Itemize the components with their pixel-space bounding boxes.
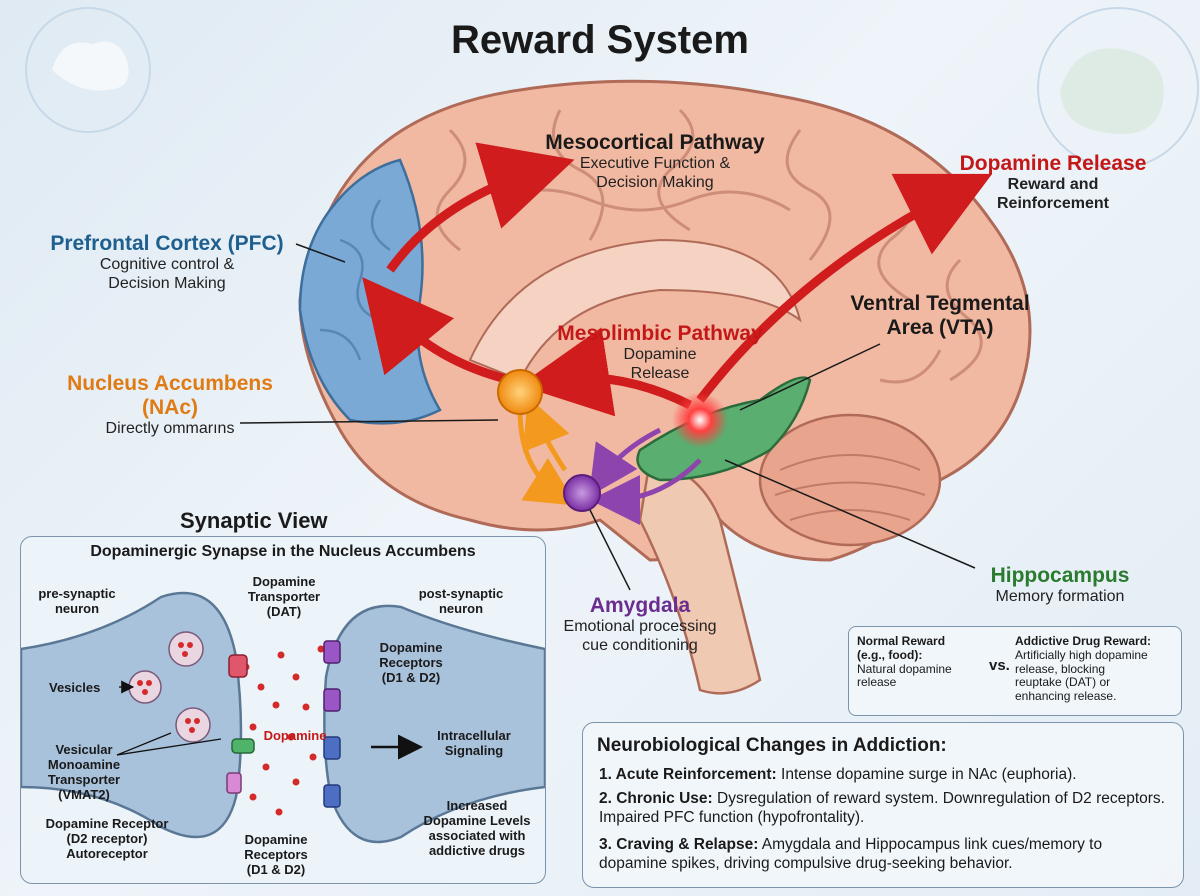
nac-to-pfc-arrow	[362, 277, 512, 385]
vesicle	[168, 631, 204, 667]
amygdala-label: Amygdala Emotional processing cue condit…	[530, 594, 750, 655]
brain-gyri	[435, 108, 983, 384]
change-item-2: 2. Chronic Use: Dysregulation of reward …	[599, 790, 1165, 827]
brain-outline-icon	[25, 7, 151, 133]
mesocortical-arrow	[386, 142, 575, 273]
mesolimbic-arrow	[519, 327, 693, 417]
brain-outline-right-icon	[1037, 7, 1199, 169]
vesicle	[175, 707, 211, 743]
vta-amygdala-arrow	[588, 427, 662, 497]
hippocampus-label: Hippocampus Memory formation	[960, 564, 1160, 607]
pfc-title: Prefrontal Cortex (PFC)	[50, 232, 284, 255]
amygdala-node	[563, 474, 601, 512]
vta-node	[672, 392, 728, 448]
change-item-1: 1. Acute Reinforcement: Intense dopamine…	[599, 766, 1077, 783]
synapse-illustration	[21, 591, 545, 844]
pfc-sub1: Cognitive control &	[99, 256, 235, 274]
brain-right-icon	[1060, 48, 1164, 135]
mesolimbic-sub2: Release	[630, 364, 690, 382]
corpus-callosum	[468, 238, 802, 382]
dopamine-label: Dopamine	[263, 728, 327, 743]
vesicle	[128, 670, 162, 704]
amygdala-title: Amygdala	[589, 594, 691, 617]
nac-leader-line	[239, 419, 499, 424]
drug-reward: Addictive Drug Reward: Artificially high…	[1015, 634, 1152, 704]
mesocortical-title: Mesocortical Pathway	[545, 131, 765, 154]
synaptic-view-panel: Dopaminergic Synapse in the Nucleus Accu…	[20, 536, 546, 884]
nac-label: Nucleus Accumbens (NAc) Directly ommarın…	[40, 372, 300, 439]
change-item-3: 3. Craving & Relapse: Amygdala and Hippo…	[599, 836, 1103, 873]
amygdala-leader-line	[589, 509, 631, 591]
vmat2-transporter	[231, 738, 255, 754]
mesocortical-sub1: Executive Function &	[579, 155, 731, 173]
addiction-changes-box: Neurobiological Changes in Addiction: 1.…	[582, 722, 1184, 888]
autoreceptor-label: Dopamine Receptor(D2 receptor)Autorecept…	[45, 816, 169, 861]
vs-label: vs.	[989, 657, 1010, 674]
amygdala-nac-arrow	[522, 396, 570, 472]
synaptic-view-title: Synaptic View	[180, 508, 328, 533]
dopamine-release-title: Dopamine Release	[959, 152, 1147, 175]
vta-leader-line	[739, 343, 881, 411]
vta-label: Ventral Tegmental Area (VTA)	[820, 292, 1060, 340]
brainstem	[638, 458, 762, 695]
dopamine-molecules	[242, 645, 325, 816]
nac-title1: Nucleus Accumbens	[67, 372, 273, 395]
mesolimbic-title: Mesolimbic Pathway	[557, 322, 763, 345]
postsynaptic-receptors	[323, 640, 341, 808]
dopamine-release-sub1: Reward and	[1007, 176, 1099, 194]
hippocampus-leader-line	[724, 459, 976, 569]
brain-icon	[52, 41, 129, 91]
hippocampus-amygdala-arrow	[590, 458, 702, 525]
pfc-sub2: Decision Making	[108, 274, 226, 292]
vesicles-label: Vesicles	[49, 680, 101, 695]
mesocortical-label: Mesocortical Pathway Executive Function …	[510, 131, 800, 192]
dopamine-release-arrow	[696, 173, 993, 403]
amygdala-sub2: cue conditioning	[582, 636, 698, 654]
autoreceptor	[226, 772, 242, 794]
pfc-leader-line	[295, 243, 346, 263]
nac-title2: (NAc)	[142, 396, 198, 420]
page-title: Reward System	[451, 18, 749, 62]
hippocampus-sub: Memory formation	[995, 588, 1125, 606]
nucleus-accumbens-node	[497, 369, 543, 415]
dat-transporter	[228, 654, 248, 678]
normal-reward: Normal Reward (e.g., food): Natural dopa…	[857, 634, 952, 690]
changes-heading: Neurobiological Changes in Addiction:	[597, 735, 947, 756]
mesolimbic-label: Mesolimbic Pathway Dopamine Release	[530, 322, 790, 383]
mesolimbic-sub1: Dopamine	[623, 346, 697, 364]
vta-title1: Ventral Tegmental	[850, 292, 1030, 315]
dopamine-release-label: Dopamine Release Reward and Reinforcemen…	[938, 152, 1168, 213]
mesocortical-sub2: Decision Making	[596, 173, 714, 191]
cerebellum	[758, 413, 942, 547]
amygdala-sub1: Emotional processing	[563, 618, 717, 636]
vesicles-group	[128, 631, 211, 743]
nac-amygdala-arrow	[517, 409, 577, 506]
vta-title2: Area (VTA)	[886, 316, 994, 340]
hippocampus-title: Hippocampus	[990, 564, 1130, 587]
dopamine-release-sub2: Reinforcement	[996, 194, 1110, 212]
reward-comparison-box: Normal Reward (e.g., food): Natural dopa…	[848, 626, 1182, 716]
synaptic-subtitle: Dopaminergic Synapse in the Nucleus Accu…	[90, 543, 476, 560]
nac-sub: Directly ommarıns	[105, 420, 235, 438]
pfc-label: Prefrontal Cortex (PFC) Cognitive contro…	[36, 232, 298, 293]
